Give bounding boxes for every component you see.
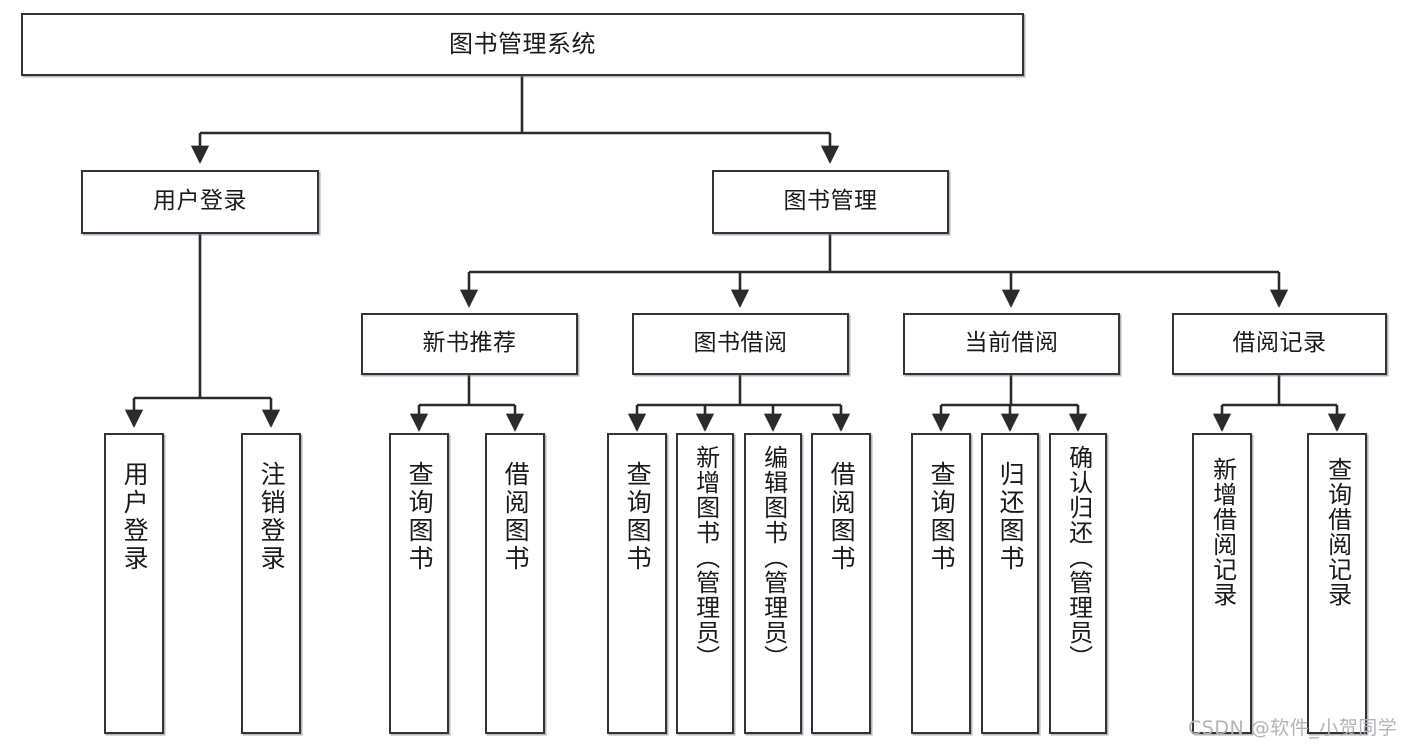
node-label: 图书借阅: [693, 330, 788, 357]
node-label: 确认归还（管理员）: [1064, 445, 1093, 670]
node-book-borrow[interactable]: 图书借阅: [632, 313, 849, 375]
node-label: 当前借阅: [964, 330, 1059, 357]
node-label: 借阅图书: [501, 461, 531, 573]
node-book-management[interactable]: 图书管理: [712, 170, 949, 234]
leaf-recommend-borrow-book[interactable]: 借阅图书: [485, 433, 545, 734]
node-label: 新书推荐: [422, 330, 517, 357]
node-label: 借阅图书: [827, 461, 857, 573]
node-label: 编辑图书（管理员）: [759, 445, 788, 670]
node-label: 借阅记录: [1232, 330, 1327, 357]
node-label: 用户登录: [120, 461, 150, 573]
leaf-current-return-book[interactable]: 归还图书: [981, 433, 1039, 734]
leaf-borrow-query-book[interactable]: 查询图书: [607, 433, 667, 734]
leaf-borrow-borrow-book[interactable]: 借阅图书: [811, 433, 871, 734]
leaf-recommend-query-book[interactable]: 查询图书: [389, 433, 449, 734]
csdn-watermark: CSDN @软件_小贺同学: [1188, 717, 1398, 739]
leaf-borrow-add-book-admin[interactable]: 新增图书（管理员）: [676, 433, 734, 734]
leaf-records-query-record[interactable]: 查询借阅记录: [1307, 433, 1367, 734]
leaf-records-add-record[interactable]: 新增借阅记录: [1192, 433, 1252, 734]
node-borrow-records[interactable]: 借阅记录: [1172, 313, 1387, 375]
node-label: 查询借阅记录: [1323, 457, 1352, 607]
node-label: 查询图书: [927, 461, 957, 573]
leaf-user-login-login[interactable]: 用户登录: [104, 433, 164, 734]
node-label: 新增借阅记录: [1208, 457, 1237, 607]
node-label: 图书管理系统: [449, 30, 596, 59]
leaf-user-login-logout[interactable]: 注销登录: [241, 433, 301, 734]
node-label: 新增图书（管理员）: [691, 445, 720, 670]
node-label: 归还图书: [996, 461, 1026, 573]
leaf-borrow-edit-book-admin[interactable]: 编辑图书（管理员）: [744, 433, 802, 734]
node-new-book-recommend[interactable]: 新书推荐: [361, 313, 578, 375]
node-label: 注销登录: [257, 461, 287, 573]
node-label: 图书管理: [783, 188, 878, 215]
leaf-current-confirm-return-admin[interactable]: 确认归还（管理员）: [1049, 433, 1107, 734]
node-label: 用户登录: [153, 188, 247, 215]
node-label: 查询图书: [405, 461, 435, 573]
node-label: 查询图书: [623, 461, 653, 573]
leaf-current-query-book[interactable]: 查询图书: [911, 433, 971, 734]
node-root-system[interactable]: 图书管理系统: [21, 13, 1024, 76]
node-current-borrow[interactable]: 当前借阅: [903, 313, 1120, 375]
node-user-login[interactable]: 用户登录: [81, 170, 319, 234]
